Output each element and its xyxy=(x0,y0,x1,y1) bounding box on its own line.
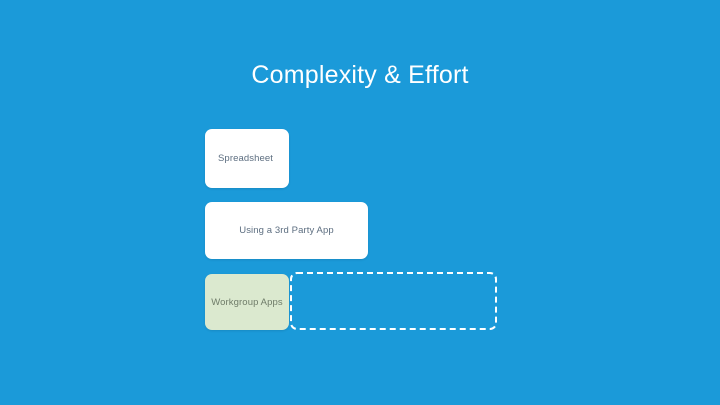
block-third-party-app[interactable]: Using a 3rd Party App xyxy=(205,202,368,259)
block-workgroup-apps[interactable]: Workgroup Apps xyxy=(205,274,289,330)
block-spreadsheet-label: Spreadsheet xyxy=(218,153,273,164)
page-title: Complexity & Effort xyxy=(251,61,469,89)
block-workgroup-apps-label: Workgroup Apps xyxy=(211,296,283,308)
block-third-party-app-label: Using a 3rd Party App xyxy=(239,225,334,236)
block-spreadsheet[interactable]: Spreadsheet xyxy=(205,129,289,188)
dashed-expansion-region[interactable] xyxy=(290,272,497,330)
